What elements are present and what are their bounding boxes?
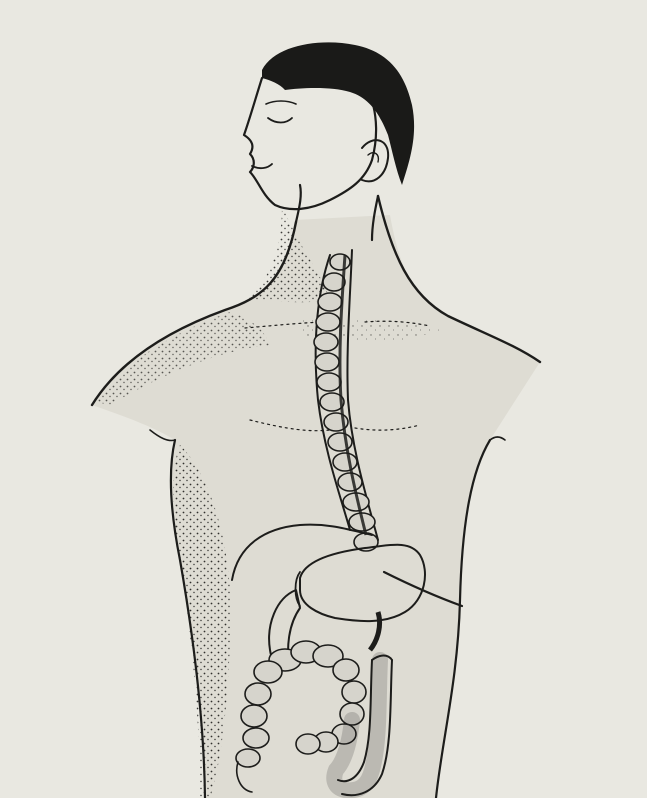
surgical-anatomy-illustration [0, 0, 647, 798]
